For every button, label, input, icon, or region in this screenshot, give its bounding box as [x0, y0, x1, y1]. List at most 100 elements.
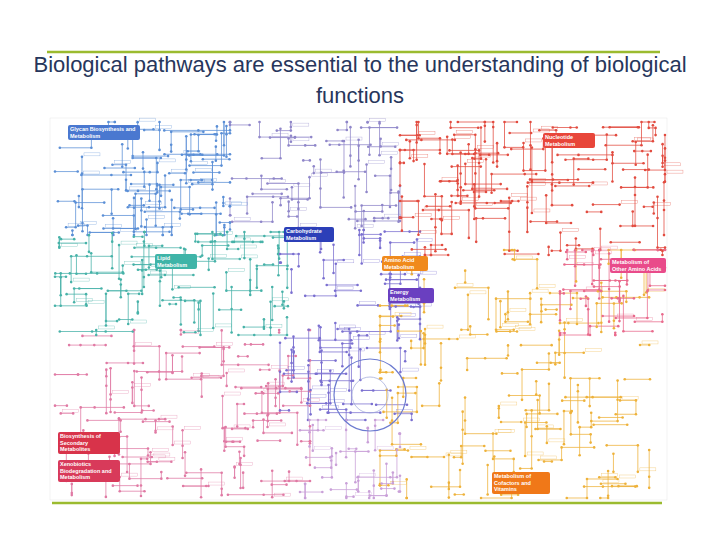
- compound-dot: [218, 171, 221, 174]
- compound-dot: [531, 179, 534, 182]
- pathway-line: [375, 420, 383, 450]
- compound-dot: [142, 151, 145, 154]
- compound-dot: [474, 207, 477, 210]
- pathway-line: [280, 254, 299, 266]
- pathway-line: [496, 331, 517, 332]
- compound-dot: [133, 349, 136, 352]
- compound-dot: [201, 153, 204, 156]
- compound-dot: [282, 493, 285, 496]
- compound-dot: [309, 404, 312, 407]
- compound-dot: [468, 237, 471, 240]
- compound-dot: [642, 162, 645, 165]
- compound-dot: [251, 241, 254, 244]
- pathway-line: [261, 481, 310, 482]
- compound-dot: [537, 253, 540, 256]
- pathway-line: [71, 484, 72, 495]
- pathway-line: [272, 287, 273, 320]
- compound-dot: [419, 338, 422, 341]
- compound-dot: [240, 309, 243, 312]
- pathway-line: [462, 412, 463, 464]
- compound-dot: [168, 172, 171, 175]
- compound-dot: [54, 170, 57, 173]
- compound-dot: [120, 283, 123, 286]
- compound-dot: [292, 376, 295, 379]
- compound-dot: [279, 204, 282, 207]
- compound-dot: [266, 414, 269, 417]
- compound-dot: [59, 276, 62, 279]
- compound-dot: [226, 231, 229, 234]
- compound-dot: [160, 471, 163, 474]
- pathway-line: [507, 291, 508, 319]
- compound-dot: [191, 183, 194, 186]
- compound-dot: [434, 250, 437, 253]
- compound-dot: [496, 142, 499, 145]
- compound-dot: [306, 402, 309, 405]
- pathway-line: [380, 372, 393, 373]
- compound-dot: [607, 494, 610, 497]
- pathway-line: [485, 450, 510, 451]
- compound-dot: [498, 407, 501, 410]
- pathway-line: [505, 254, 539, 255]
- compound-dot: [290, 291, 293, 294]
- compound-dot: [304, 295, 307, 298]
- compound-dot: [538, 129, 541, 132]
- pathway-line: [593, 204, 620, 205]
- compound-dot: [185, 471, 188, 474]
- compound-dot: [258, 136, 261, 139]
- compound-dot: [262, 432, 265, 435]
- compound-dot: [356, 220, 359, 223]
- compound-dot: [143, 240, 146, 243]
- compound-dot: [286, 316, 289, 319]
- pathway-line: [194, 134, 216, 140]
- compound-dot: [179, 246, 182, 249]
- pathway-line: [258, 440, 281, 441]
- pathway-line: [431, 245, 442, 255]
- compound-dot: [661, 143, 664, 146]
- pathway-line: [164, 154, 230, 155]
- compound-dot: [136, 121, 139, 124]
- compound-dot: [160, 186, 163, 189]
- compound-dot: [423, 163, 426, 166]
- pathway-line: [599, 477, 615, 478]
- pathway-line: [138, 269, 157, 270]
- pathway-line: [262, 129, 281, 159]
- compound-dot: [399, 371, 402, 374]
- compound-dot: [409, 140, 412, 143]
- compound-dot: [214, 260, 217, 263]
- compound-dot: [375, 403, 378, 406]
- compound-dot: [286, 264, 289, 267]
- compound-dot: [272, 263, 275, 266]
- pathway-line: [122, 144, 123, 167]
- pathway-line: [460, 153, 461, 204]
- compound-dot: [485, 158, 488, 161]
- pathway-line: [230, 198, 231, 215]
- pathway-line: [476, 218, 505, 241]
- compound-dot: [220, 364, 223, 367]
- compound-dot: [611, 154, 614, 157]
- compound-dot: [271, 469, 274, 472]
- compound-dot: [348, 218, 351, 221]
- compound-dot: [572, 183, 575, 186]
- compound-dot: [345, 351, 348, 354]
- pathway-line: [216, 202, 217, 235]
- compound-dot: [287, 210, 290, 213]
- pathway-line: [132, 382, 133, 403]
- compound-dot: [654, 134, 657, 137]
- compound-dot: [366, 347, 369, 350]
- compound-dot: [252, 426, 255, 429]
- compound-dot: [223, 226, 226, 229]
- pathway-line: [400, 150, 414, 185]
- compound-dot: [225, 385, 228, 388]
- pathway-line: [570, 291, 601, 309]
- pathway-line: [81, 175, 131, 176]
- compound-dot: [286, 268, 289, 271]
- compound-dot: [136, 484, 139, 487]
- compound-dot: [272, 236, 275, 239]
- pathway-line: [58, 201, 75, 202]
- compound-dot: [213, 133, 216, 136]
- compound-dot: [373, 217, 376, 220]
- pathway-line: [213, 293, 214, 327]
- compound-dot: [252, 419, 255, 422]
- pathway-line: [111, 190, 112, 214]
- compound-dot: [134, 228, 137, 231]
